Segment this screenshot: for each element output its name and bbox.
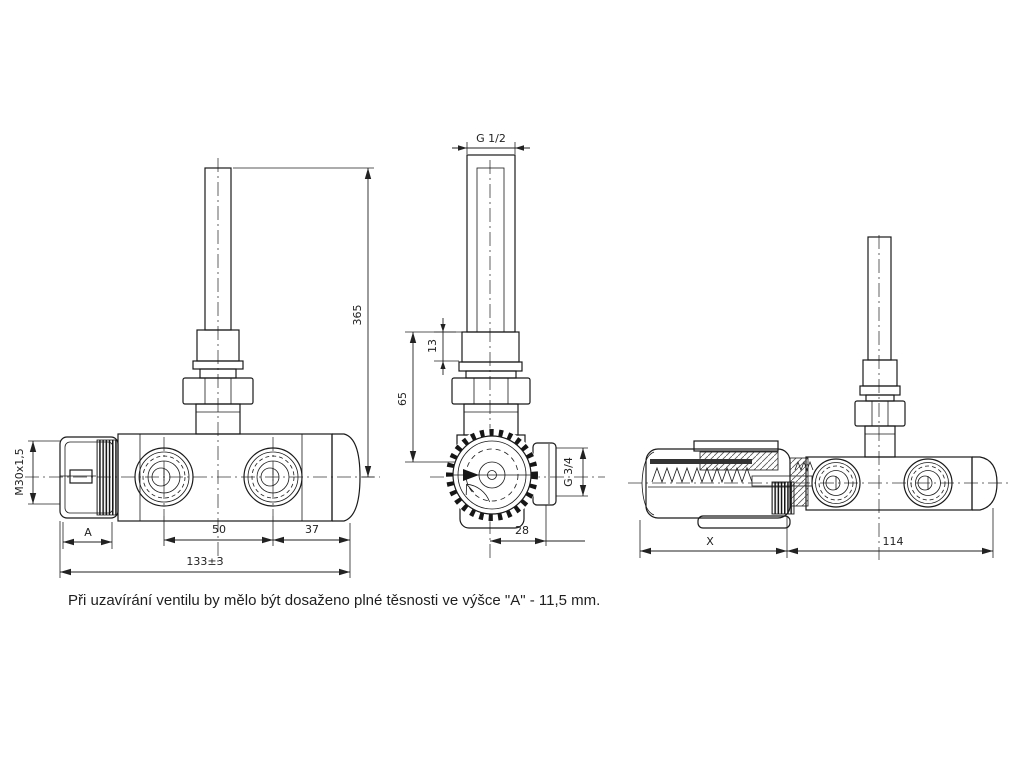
side-view: G 1/2 13 65 G 3/4 28 [396, 132, 605, 562]
tube-thread [862, 359, 898, 387]
valve-body [805, 456, 973, 511]
knurled-wheel [445, 428, 539, 522]
dim-label-head-length: X [706, 535, 714, 548]
arrowhead [515, 145, 524, 151]
spring-coil [651, 466, 753, 484]
small-spring [794, 460, 814, 472]
rotation-arrow-icon [466, 483, 490, 503]
port-circle [811, 458, 861, 508]
valve-stem [69, 469, 93, 484]
dim-label-end-offset: 37 [305, 523, 319, 536]
port-circle [134, 447, 194, 507]
valve-body [117, 433, 333, 522]
collar [458, 361, 523, 372]
tube-thread [461, 331, 520, 363]
arrowhead [458, 145, 467, 151]
dim-label-overall-length: 133±3 [186, 555, 223, 568]
section-view: X 114 [628, 235, 1010, 560]
dim-label-thread-spec: M30x1,5 [13, 448, 26, 496]
body-end-cap [972, 456, 998, 511]
collar [859, 385, 901, 396]
dim-label-tube-length: 365 [351, 305, 364, 326]
knurled-ring [771, 481, 795, 515]
thermostatic-head-section [641, 440, 814, 529]
hex-nut [451, 377, 531, 405]
dim-label-outlet-offset: 28 [515, 524, 529, 537]
hex-nut [854, 400, 906, 427]
front-view: M30x1,5 A 50 37 133±3 365 [13, 158, 380, 578]
head-cap-arc [641, 451, 655, 516]
arrowhead [440, 324, 446, 332]
neck [865, 394, 895, 402]
dim-label-thread-length: 13 [426, 339, 439, 353]
dim-label-height: 65 [396, 392, 409, 406]
riser [864, 425, 896, 458]
head-bottom [697, 515, 791, 529]
immersion-tube [867, 236, 892, 361]
direction-arrow-icon [463, 469, 479, 481]
dim-label-body-length: 114 [883, 535, 904, 548]
dim-label-outlet-thread: G 3/4 [562, 457, 575, 487]
port-circle [903, 458, 953, 508]
port-circle [243, 447, 303, 507]
dim-label-tube-thread: G 1/2 [476, 132, 506, 145]
drawing-caption: Při uzavírání ventilu by mělo být dosaže… [68, 592, 601, 609]
arrowhead [440, 361, 446, 369]
m30-thread-zone [96, 439, 119, 516]
dim-label-height-ref: A [84, 526, 92, 539]
body-end-cap [332, 433, 361, 522]
head-top-housing [693, 440, 779, 452]
immersion-tube [466, 154, 516, 333]
neck [465, 370, 517, 379]
dim-label-port-spacing: 50 [212, 523, 226, 536]
inner-tube [476, 167, 505, 333]
stem-bar [650, 459, 752, 464]
